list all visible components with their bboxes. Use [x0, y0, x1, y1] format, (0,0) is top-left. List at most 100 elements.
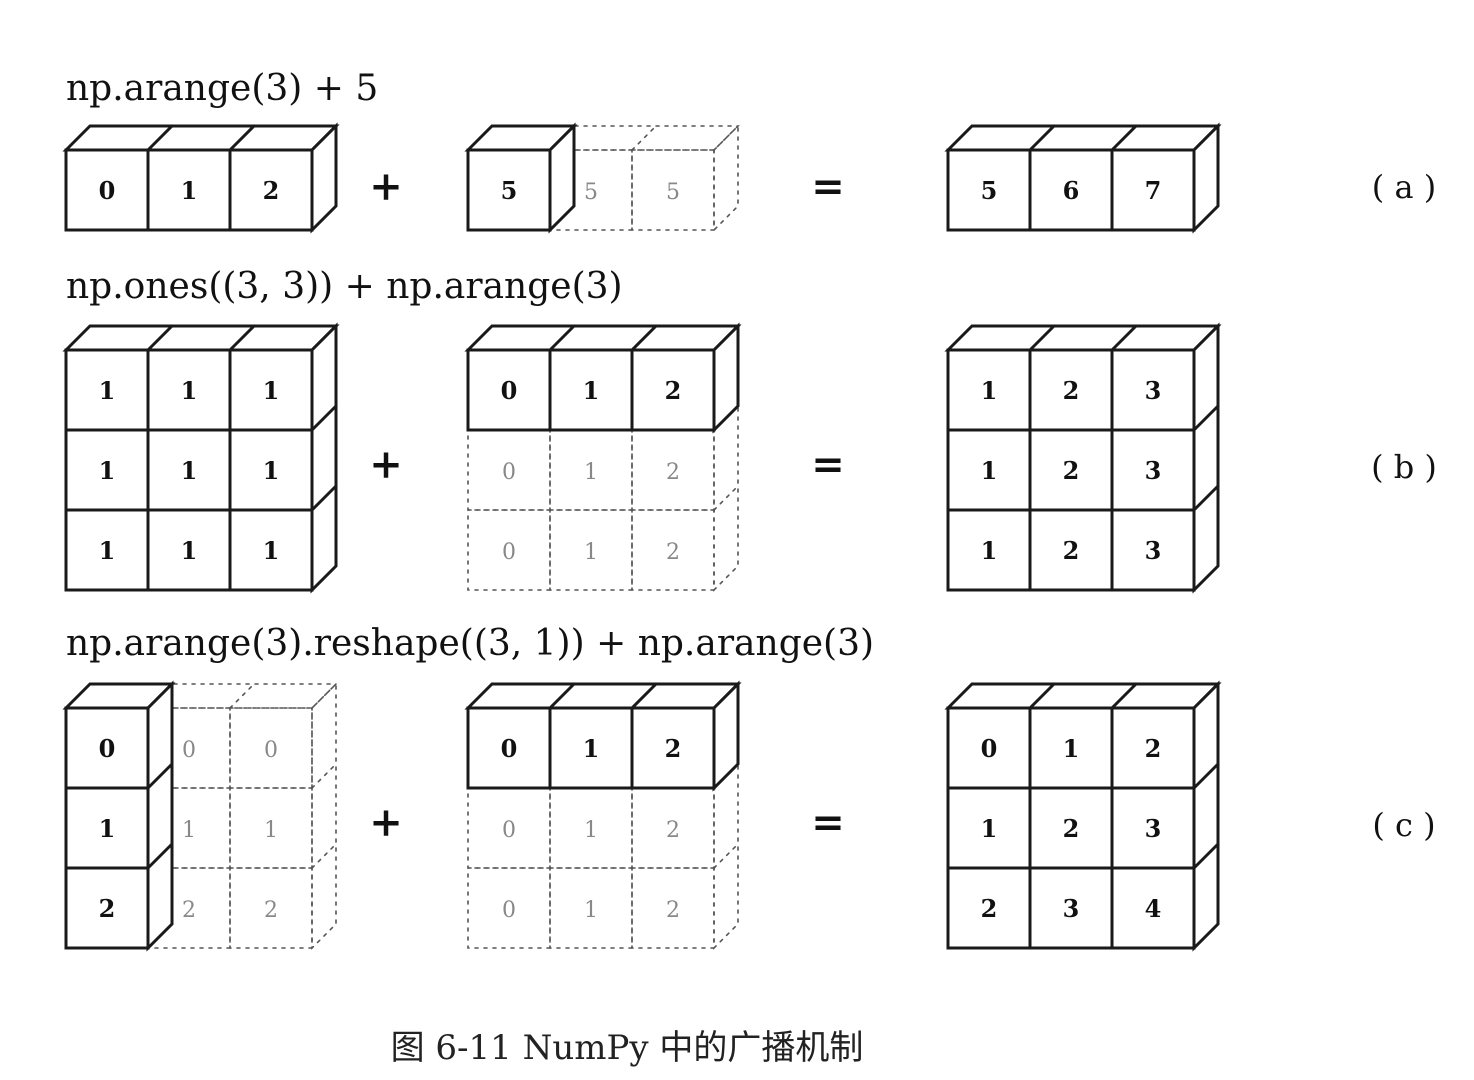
right-ghost-b-value: 0 [502, 460, 516, 485]
equals-operator-c: = [811, 799, 845, 846]
result-array-a-cell [1110, 148, 1196, 232]
right-ghost-c-value: 2 [666, 818, 680, 843]
panel-label-b: ( b ) [1371, 448, 1437, 486]
right-ghost-c-side-face [713, 762, 739, 950]
left-array-c-cell [64, 706, 150, 790]
result-array-c-value: 2 [1063, 814, 1080, 843]
left-array-b-value: 1 [181, 536, 198, 565]
right-ghost-b-value: 0 [502, 540, 516, 565]
left-array-c-cell [64, 786, 150, 870]
left-array-b-value: 1 [181, 376, 198, 405]
result-array-b-value: 1 [981, 456, 998, 485]
left-array-a-value: 2 [263, 176, 280, 205]
result-array-b-cell [946, 348, 1032, 432]
right-array-a-value: 5 [501, 176, 518, 205]
right-ghost-b-value: 1 [584, 460, 598, 485]
left-ghost-c-side-face [311, 682, 337, 950]
right-ghost-c-value: 0 [502, 818, 516, 843]
equals-operator-a: = [811, 163, 845, 210]
result-array-c-cell [946, 786, 1032, 870]
panel-label-c: ( c ) [1372, 806, 1435, 844]
result-array-c-value: 2 [1145, 734, 1162, 763]
right-ghost-a-value: 5 [666, 180, 680, 205]
result-array-b-cell [1110, 508, 1196, 592]
left-ghost-c-top-face [146, 683, 338, 709]
result-array-b-cell [1110, 348, 1196, 432]
result-array-b-cell [946, 428, 1032, 512]
left-ghost-c-value: 1 [182, 818, 196, 843]
plus-operator-a: + [369, 163, 403, 210]
result-array-b-value: 3 [1145, 456, 1162, 485]
left-array-a-cell [64, 148, 150, 232]
left-array-b-cell [228, 428, 314, 512]
result-array-a-value: 5 [981, 176, 998, 205]
right-ghost-b-value: 1 [584, 540, 598, 565]
left-array-b-top-face [62, 324, 340, 352]
left-array-b-value: 1 [263, 536, 280, 565]
right-ghost-a-value: 5 [584, 180, 598, 205]
right-array-b-cell [630, 348, 716, 432]
left-array-c: 012 [62, 680, 176, 952]
result-array-c-cell [1028, 706, 1114, 790]
left-ghost-c-value: 2 [264, 898, 278, 923]
result-array-c-value: 0 [981, 734, 998, 763]
left-array-a-cell [228, 148, 314, 232]
result-array-b-value: 2 [1063, 536, 1080, 565]
result-array-b-side-face [1192, 322, 1220, 594]
right-array-a-cell [466, 148, 552, 232]
result-array-b-value: 3 [1145, 376, 1162, 405]
right-ghost-c-value: 0 [502, 898, 516, 923]
result-array-b-value: 1 [981, 536, 998, 565]
result-array-b-value: 1 [981, 376, 998, 405]
result-array-a-value: 7 [1145, 176, 1162, 205]
left-array-b-value: 1 [99, 376, 116, 405]
result-array-c-value: 1 [981, 814, 998, 843]
left-array-b-side-face [310, 322, 338, 594]
right-ghost-b-value: 2 [666, 540, 680, 565]
left-array-b-cell [146, 348, 232, 432]
right-ghost-b-value: 2 [666, 460, 680, 485]
result-array-b-value: 2 [1063, 376, 1080, 405]
result-array-b-top-face [944, 324, 1222, 352]
left-array-b-cell [146, 508, 232, 592]
result-array-b-cell [1028, 428, 1114, 512]
left-array-c-cell [64, 866, 150, 950]
plus-operator-b: + [369, 441, 403, 488]
left-ghost-c-value: 0 [182, 738, 196, 763]
left-array-a-top-face [62, 124, 340, 152]
right-array-b-value: 2 [665, 376, 682, 405]
result-array-c-value: 4 [1145, 894, 1162, 923]
left-ghost-c-value: 2 [182, 898, 196, 923]
right-array-c-value: 0 [501, 734, 518, 763]
right-array-b-cell [466, 348, 552, 432]
left-array-c-side-face [146, 680, 174, 952]
expression-c: np.arange(3).reshape((3, 1)) + np.arange… [66, 623, 874, 664]
left-array-c-value: 2 [99, 894, 116, 923]
left-ghost-c-value: 1 [264, 818, 278, 843]
result-array-c-top-face [944, 682, 1222, 710]
result-array-b-cell [946, 508, 1032, 592]
result-array-b-value: 3 [1145, 536, 1162, 565]
right-array-a: 5 [464, 122, 578, 234]
right-array-b-top-face [464, 324, 742, 352]
left-array-b-cell [228, 348, 314, 432]
result-array-b-value: 2 [1063, 456, 1080, 485]
left-array-c-value: 0 [99, 734, 116, 763]
left-array-a-value: 0 [99, 176, 116, 205]
result-array-b: 1 2 3 1 2 3 1 2 3 [944, 322, 1222, 594]
result-array-a-top-face [944, 124, 1222, 152]
right-ghost-c-value: 2 [666, 898, 680, 923]
left-array-b-value: 1 [263, 376, 280, 405]
right-ghost-a-side-face [713, 124, 739, 232]
left-array-b-value: 1 [99, 456, 116, 485]
result-array-c-value: 3 [1145, 814, 1162, 843]
